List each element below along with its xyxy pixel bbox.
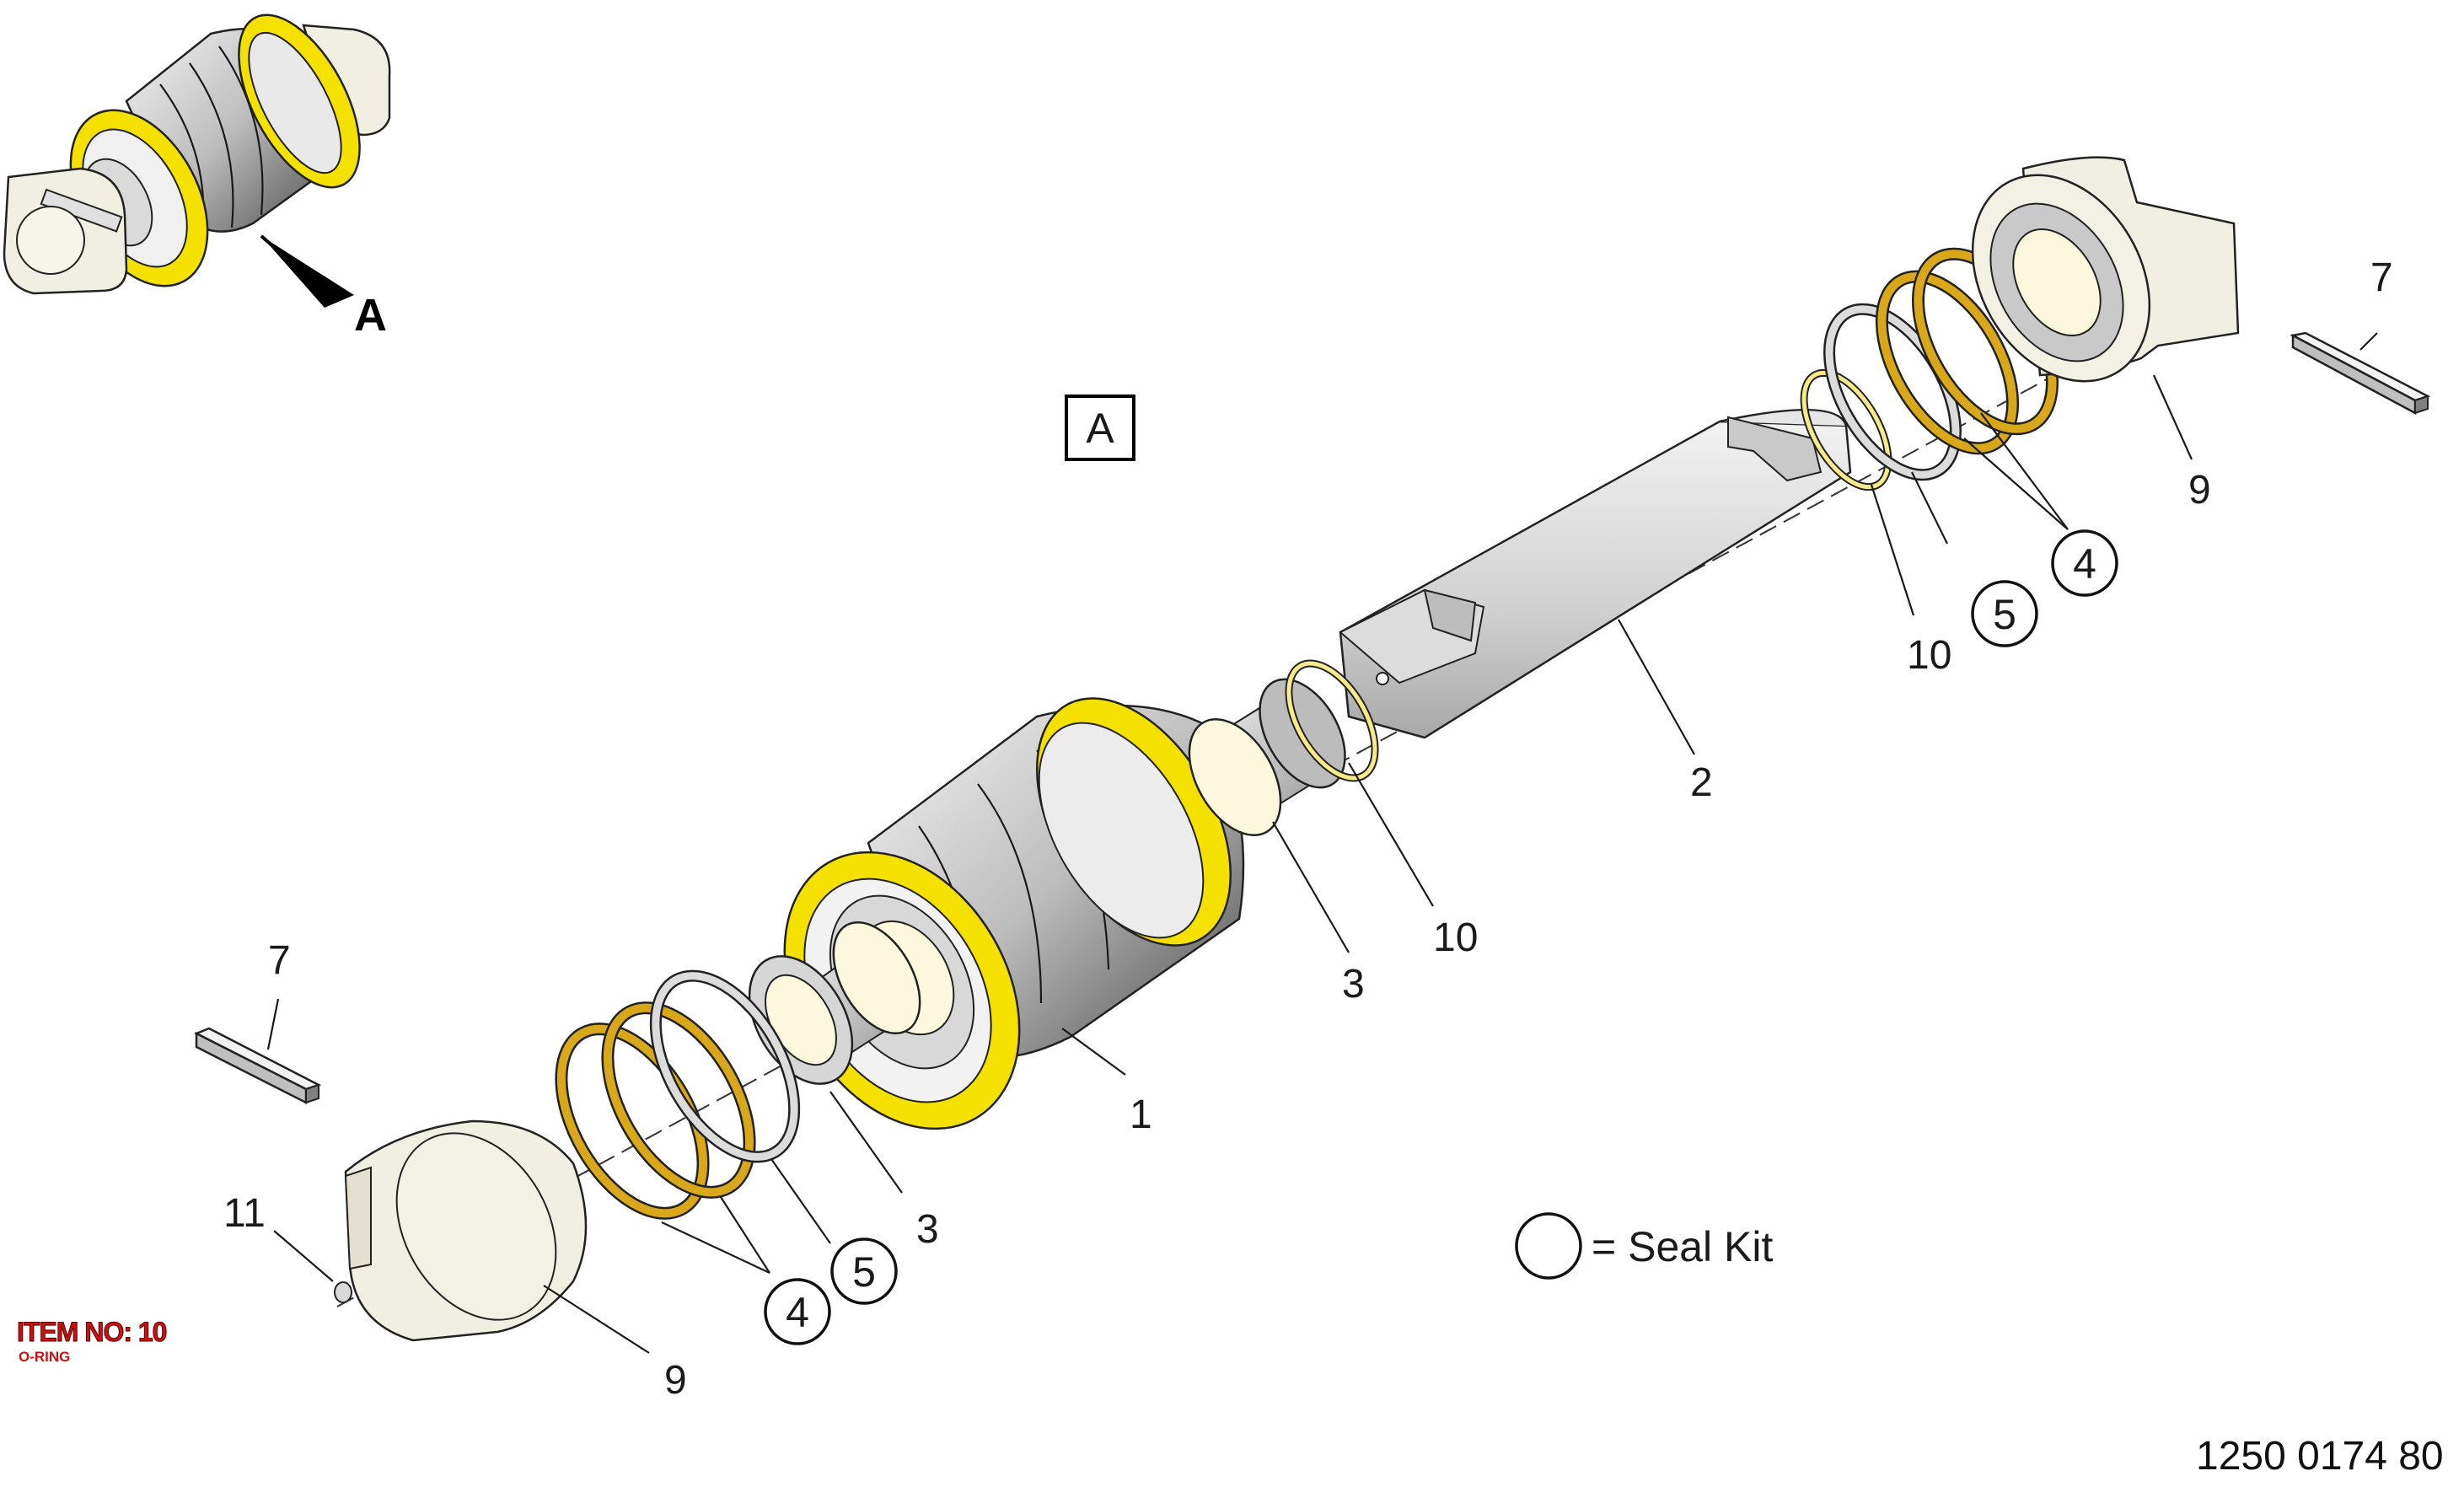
callout-4a: 4	[2073, 540, 2096, 588]
callout-7a: 7	[2370, 255, 2393, 300]
callout-11: 11	[223, 1191, 266, 1236]
callout-3a: 3	[1342, 962, 1365, 1007]
seal-kit-legend: = Seal Kit	[1515, 1212, 1774, 1280]
legend-circle-icon	[1515, 1212, 1582, 1280]
callout-9b: 9	[664, 1358, 687, 1403]
callout-5a-circle	[1971, 580, 2038, 647]
bushing-left-part	[748, 921, 921, 1085]
callout-4b: 4	[786, 1289, 809, 1336]
inset-assembly: A	[3, 13, 391, 341]
key-left-part	[193, 1027, 322, 1105]
callout-9a: 9	[2188, 468, 2211, 513]
figure-number: 1250 0174 80	[2196, 1434, 2444, 1479]
bushing-right-part	[1188, 678, 1346, 836]
callout-3b: 3	[916, 1207, 939, 1252]
view-arrow-icon	[261, 236, 354, 308]
callout-7b: 7	[268, 938, 291, 983]
end-collar-right-part	[1971, 156, 2240, 383]
view-box: A	[1065, 395, 1135, 461]
callout-2: 2	[1690, 760, 1713, 805]
callout-10b: 10	[1907, 633, 1951, 678]
callout-5a: 5	[1993, 591, 2016, 638]
leader-lines	[266, 332, 2378, 1354]
item-number: ITEM NO: 10	[16, 1317, 167, 1348]
view-label: A	[354, 290, 387, 341]
legend-text: = Seal Kit	[1592, 1223, 1774, 1270]
view-box-label: A	[1086, 405, 1114, 452]
callout-5b: 5	[852, 1248, 876, 1296]
callout-4a-circle	[2051, 529, 2118, 597]
end-collar-left-part	[344, 1119, 588, 1342]
plug-part	[334, 1281, 352, 1303]
callout-4b-circle	[764, 1278, 831, 1345]
seal-rings-right	[1823, 247, 2059, 481]
seal-rings-left	[555, 969, 801, 1220]
callout-10a: 10	[1433, 915, 1478, 960]
shaft-part	[1339, 408, 1852, 739]
key-right-part	[2290, 331, 2431, 416]
callout-5b-circle	[830, 1237, 898, 1305]
item-description: O-RING	[19, 1349, 71, 1365]
callout-1: 1	[1130, 1092, 1152, 1137]
center-axis	[336, 282, 2226, 1307]
